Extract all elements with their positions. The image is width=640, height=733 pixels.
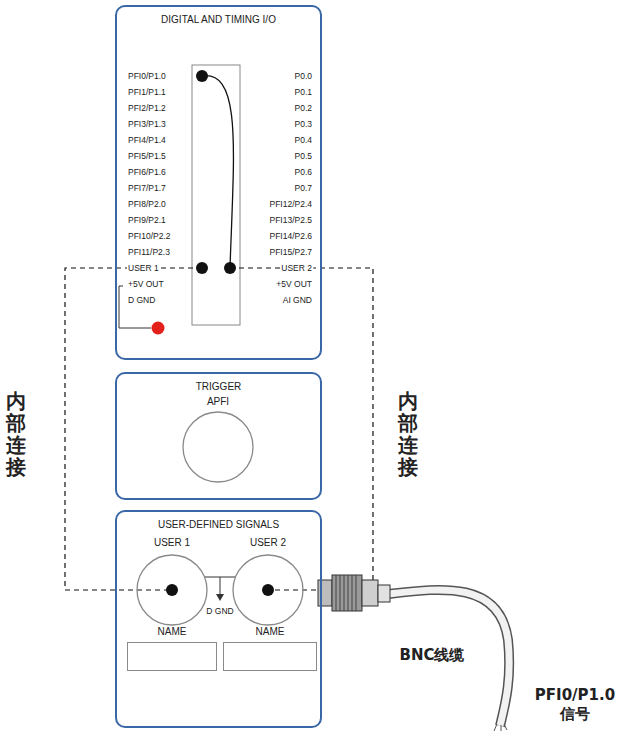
- terminal-dot: [262, 584, 274, 596]
- pin-label: P0.6: [294, 167, 314, 177]
- terminal-dot: [166, 584, 178, 596]
- pin-label: P0.4: [294, 135, 314, 145]
- bnc-plug: [318, 575, 390, 611]
- pin-label: PFI0/P1.0: [127, 71, 167, 81]
- internal-connection: [65, 268, 202, 590]
- connector-strip: [192, 65, 240, 325]
- terminal-dot: [224, 262, 236, 274]
- panel-title: TRIGGER: [196, 381, 242, 393]
- pin-label: P0.5: [294, 151, 314, 161]
- pin-label: PFI1/P1.1: [127, 87, 167, 97]
- pin-label: USER 2: [280, 263, 313, 273]
- pin-label: PFI5/P1.5: [127, 151, 167, 161]
- pin-label: PFI2/P1.2: [127, 103, 167, 113]
- pin-label: PFI15/P2.7: [268, 247, 313, 257]
- bnc-connector: USER 1: [132, 537, 212, 627]
- pin-label: P0.2: [294, 103, 314, 113]
- cable-body: [388, 590, 509, 726]
- annotation: 内部连接: [398, 390, 418, 478]
- connector-label: USER 2: [250, 537, 286, 549]
- cable-label: BNC线缆: [398, 646, 467, 664]
- pin-label: PFI13/P2.5: [268, 215, 313, 225]
- pin-label: PFI11/P2.3: [127, 247, 171, 257]
- panel-title: DIGITAL AND TIMING I/O: [161, 14, 276, 26]
- connector-label: NAME: [158, 626, 187, 638]
- connector-outline: [178, 396, 258, 486]
- signal-label: PFI0/P1.0 信号: [533, 686, 617, 724]
- name-rect: [224, 643, 317, 671]
- ground-label: D GND: [205, 606, 234, 616]
- pin-label: PFI3/P1.3: [127, 119, 167, 129]
- pin-label: PFI9/P2.1: [127, 215, 167, 225]
- connector-label: APFI: [207, 396, 229, 408]
- pin-label: AI GND: [282, 295, 313, 305]
- pin-label: P0.0: [294, 71, 314, 81]
- name-rect: [128, 643, 217, 671]
- pin-label: PFI8/P2.0: [127, 199, 167, 209]
- jumper-wire: [202, 76, 233, 268]
- pin-label: USER 1: [127, 263, 160, 273]
- apfi-connector: APFI: [178, 396, 258, 486]
- pin-label: PFI6/P1.6: [127, 167, 167, 177]
- plug-nut: [332, 575, 362, 611]
- pin-label: PFI12/P2.4: [268, 199, 313, 209]
- ground-bracket: [119, 286, 151, 328]
- red-dot: [152, 322, 165, 335]
- name-box: NAME: [127, 626, 217, 672]
- annotation: 内部连接: [6, 390, 26, 478]
- connector-outline: [132, 537, 212, 627]
- arrow-head: [216, 594, 224, 601]
- pin-label: PFI4/P1.4: [127, 135, 167, 145]
- connector-circle: [233, 555, 303, 625]
- pin-label: P0.7: [294, 183, 314, 193]
- name-box: NAME: [223, 626, 317, 672]
- strain-relief: [378, 585, 390, 602]
- connector-circle: [137, 555, 207, 625]
- terminal-dot: [196, 262, 208, 274]
- pin-label: PFI7/P1.7: [127, 183, 167, 193]
- pin-label: PFI10/P2.2: [127, 231, 172, 241]
- signals-panel: USER-DEFINED SIGNALS USER 1 USER 2 NAME NAME: [115, 510, 322, 728]
- terminal-dot: [196, 70, 208, 82]
- cable-end: [494, 724, 507, 731]
- pin-label: P0.1: [294, 87, 314, 97]
- cable-outline: [388, 590, 509, 726]
- panel-title: USER-DEFINED SIGNALS: [158, 519, 279, 531]
- connector-label: USER 1: [154, 537, 190, 549]
- bnc-connector: USER 2: [228, 537, 308, 627]
- pin-label: +5V OUT: [275, 279, 313, 289]
- pin-label: PFI14/P2.6: [268, 231, 313, 241]
- plug-body: [362, 580, 378, 606]
- internal-connection: [230, 268, 373, 590]
- bnc-cable: [388, 590, 509, 731]
- connector-label: NAME: [256, 626, 285, 638]
- connector-outline: [228, 537, 308, 627]
- pin-label: +5V OUT: [127, 279, 165, 289]
- ground-arrow: [220, 577, 221, 595]
- pin-label: D GND: [127, 295, 156, 305]
- plug-ribs: [336, 575, 356, 611]
- trigger-panel: TRIGGER APFI: [115, 372, 322, 500]
- connector-circle: [183, 412, 253, 482]
- pin-label: P0.3: [294, 119, 314, 129]
